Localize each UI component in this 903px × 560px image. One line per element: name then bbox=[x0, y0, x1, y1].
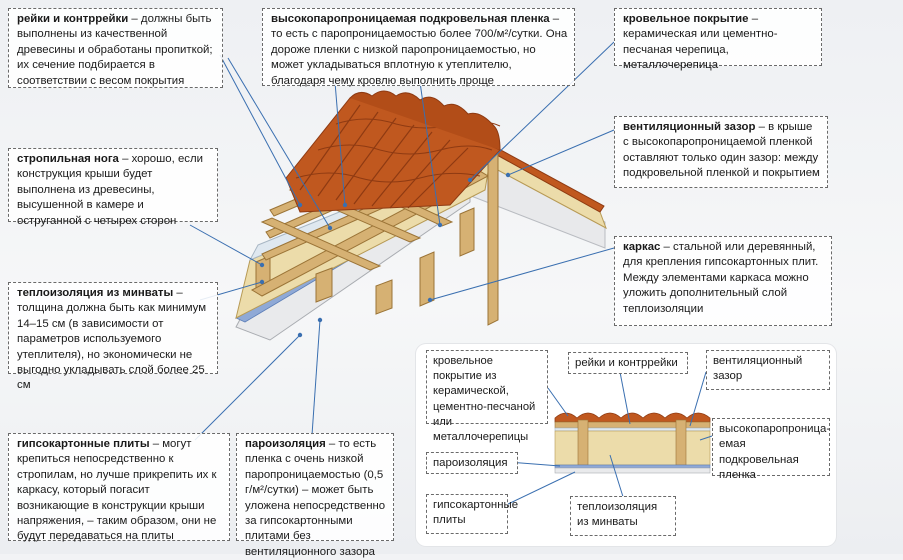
callout-term: вентиляционный зазор bbox=[623, 121, 756, 133]
inset-label-membrane: высокопаропроница-емая подкровельная пле… bbox=[712, 418, 830, 481]
callout-roofing: кровельное покрытие – керамическая или ц… bbox=[614, 8, 822, 71]
callout-text: – могут крепиться непосредственно к стро… bbox=[17, 438, 217, 543]
leader-vapor bbox=[311, 319, 321, 436]
callout-term: гипсокартонные плиты bbox=[17, 438, 150, 450]
callout-text: – хорошо, если конструкция крыши будет в… bbox=[17, 153, 203, 227]
callout-drywall: гипсокартонные плиты – могут крепиться н… bbox=[8, 433, 230, 543]
leader-membrane-2 bbox=[419, 81, 441, 226]
callout-battens: рейки и контррейки – должны быть выполне… bbox=[8, 8, 223, 88]
callout-rafter: стропильная нога – хорошо, если конструк… bbox=[8, 148, 218, 227]
section-drywall bbox=[554, 467, 711, 474]
leader-rafter bbox=[189, 224, 263, 266]
callout-text: – керамическая или цементно-песчаная чер… bbox=[623, 13, 778, 72]
leader-frame bbox=[429, 247, 615, 301]
section-tiles bbox=[554, 412, 711, 423]
callout-term: кровельное покрытие bbox=[623, 13, 749, 25]
callout-vent-gap: вентиляционный зазор – в крыше с высокоп… bbox=[614, 116, 828, 188]
inset-label-insulation: теплоизоляция из минваты bbox=[570, 496, 676, 536]
inset-label-vent-gap: вентиляционный зазор bbox=[706, 350, 830, 390]
callout-term: каркас bbox=[623, 241, 661, 253]
callout-text: – стальной или деревянный, для крепления… bbox=[623, 241, 819, 315]
leader-counterbattens bbox=[227, 57, 331, 229]
callout-term: стропильная нога bbox=[17, 153, 119, 165]
inset-label-roofing: кровельное покрытие из керамической, цем… bbox=[426, 350, 548, 443]
inset-label-battens: рейки и контррейки bbox=[568, 352, 688, 374]
callout-term: рейки и контррейки bbox=[17, 13, 129, 25]
inset-label-vapor: пароизоляция bbox=[426, 452, 518, 474]
inset-label-drywall: гипсокартонные плиты bbox=[426, 494, 518, 534]
leader-battens bbox=[219, 54, 301, 206]
callout-text: – толщина должна быть как минимум 14–15 … bbox=[17, 287, 207, 392]
callout-vapor: пароизоляция – то есть пленка с очень ни… bbox=[236, 433, 394, 558]
callout-term: высокопаропроницаемая подкровельная плен… bbox=[271, 13, 550, 25]
callout-insulation: теплоизоляция из минваты – толщина должн… bbox=[8, 282, 218, 391]
section-vapor bbox=[554, 464, 711, 469]
callout-term: пароизоляция bbox=[245, 438, 326, 450]
callout-text: – должны быть выполнены из качественной … bbox=[17, 13, 213, 87]
callout-text: – то есть пленка с очень низкой паропрон… bbox=[245, 438, 386, 558]
leader-roofing bbox=[469, 41, 615, 181]
leader-vent-gap bbox=[507, 129, 615, 176]
callout-text: – то есть с паропроницаемостью более 700… bbox=[271, 13, 568, 87]
callout-term: теплоизоляция из минваты bbox=[17, 287, 174, 299]
leader-drywall bbox=[194, 334, 301, 441]
callout-text: – в крыше с высокопаропроницаемой пленко… bbox=[623, 121, 820, 180]
leader-membrane-1 bbox=[334, 81, 346, 206]
callout-membrane: высокопаропроницаемая подкровельная плен… bbox=[262, 8, 575, 87]
callout-frame: каркас – стальной или деревянный, для кр… bbox=[614, 236, 832, 326]
